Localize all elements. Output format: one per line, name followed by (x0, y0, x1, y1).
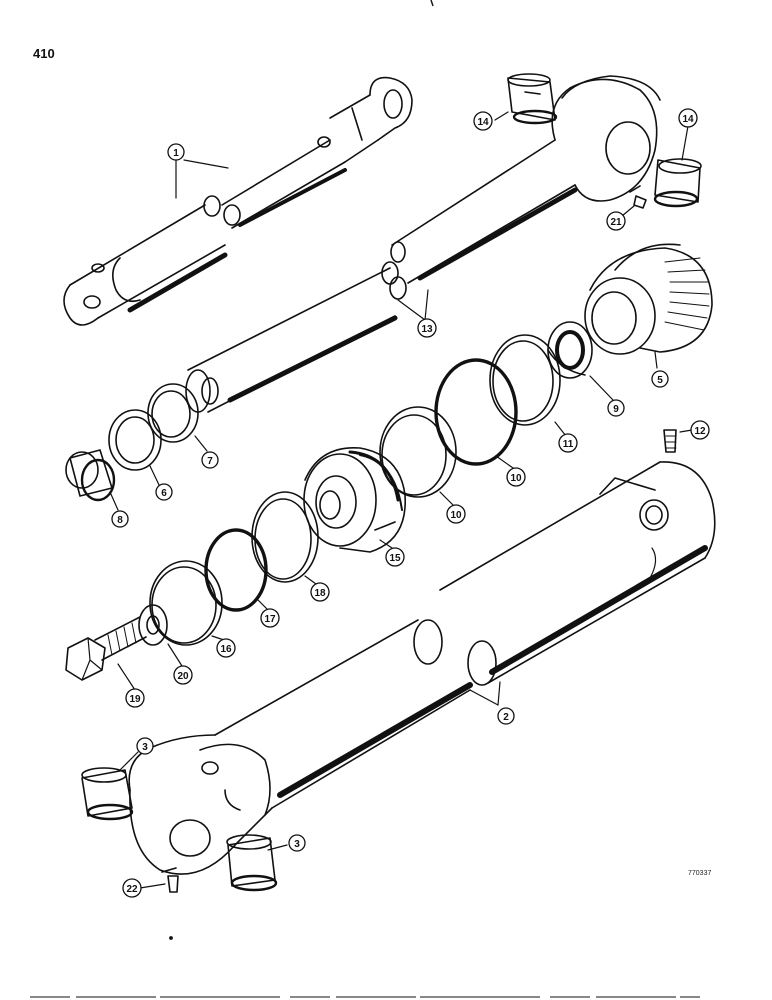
svg-text:1: 1 (173, 148, 179, 159)
ring-18 (251, 491, 319, 583)
svg-text:3: 3 (294, 839, 300, 850)
barrel-2 (128, 461, 716, 875)
head-5 (584, 243, 713, 355)
callout-12: 12 (690, 420, 710, 440)
svg-text:16: 16 (220, 644, 232, 655)
washer-20 (138, 604, 168, 646)
svg-text:12: 12 (694, 426, 706, 437)
callout-15: 15 (385, 547, 405, 567)
callout-14b: 14 (678, 108, 698, 128)
svg-text:10: 10 (510, 473, 522, 484)
callout-20: 20 (173, 665, 193, 685)
ring-10b (379, 406, 457, 498)
bushing-14b (653, 158, 702, 208)
page-number: 410 (33, 46, 55, 61)
callout-10b: 10 (446, 504, 466, 524)
callout-13: 13 (417, 318, 437, 338)
fitting-22 (161, 867, 179, 893)
svg-text:17: 17 (264, 614, 276, 625)
svg-text:13: 13 (421, 324, 433, 335)
callout-1: 1 (167, 143, 185, 161)
svg-text:14: 14 (477, 117, 489, 128)
ring-6 (108, 409, 162, 471)
bushing-3a (81, 767, 134, 821)
svg-text:21: 21 (610, 217, 622, 228)
callout-2: 2 (497, 707, 515, 725)
bolt-19 (65, 616, 147, 681)
bushing-8 (65, 449, 116, 502)
fitting-12 (663, 429, 677, 453)
callout-3b: 3 (288, 834, 306, 852)
svg-text:18: 18 (314, 588, 326, 599)
svg-text:7: 7 (207, 456, 213, 467)
piston-15 (303, 447, 406, 553)
bushing-14a (507, 73, 558, 125)
callout-8: 8 (111, 510, 129, 528)
grease-fitting-21 (629, 185, 647, 209)
ring-11 (489, 334, 561, 426)
svg-text:20: 20 (177, 671, 189, 682)
svg-text:10: 10 (450, 510, 462, 521)
callout-7: 7 (201, 451, 219, 469)
callout-14a: 14 (473, 111, 493, 131)
callout-17: 17 (260, 608, 280, 628)
ring-16 (149, 560, 223, 646)
drawing-code: 770337 (688, 870, 712, 877)
svg-text:22: 22 (126, 884, 138, 895)
callout-3a: 3 (136, 737, 154, 755)
svg-text:9: 9 (613, 404, 619, 415)
svg-text:8: 8 (117, 515, 123, 526)
callout-18: 18 (310, 582, 330, 602)
svg-text:5: 5 (657, 375, 663, 386)
svg-text:3: 3 (142, 742, 148, 753)
seal-9 (547, 321, 593, 379)
callout-11: 11 (558, 433, 578, 453)
callout-19: 19 (125, 688, 145, 708)
scan-marks (30, 0, 700, 998)
svg-text:19: 19 (129, 694, 141, 705)
bushing-3b (226, 834, 278, 892)
callout-6: 6 (155, 483, 173, 501)
leader-lines (109, 111, 693, 889)
ring-7 (147, 383, 199, 443)
callout-22: 22 (122, 878, 142, 898)
rod-13 (185, 75, 661, 413)
callout-9: 9 (607, 399, 625, 417)
svg-text:14: 14 (682, 114, 694, 125)
callout-21: 21 (606, 211, 626, 231)
svg-text:2: 2 (503, 712, 509, 723)
callout-5: 5 (651, 370, 669, 388)
svg-text:11: 11 (563, 439, 574, 450)
o-ring-17 (204, 528, 268, 612)
svg-text:6: 6 (161, 488, 167, 499)
assembled-cylinder-1 (63, 76, 413, 326)
callout-16: 16 (216, 638, 236, 658)
callout-10a: 10 (506, 467, 526, 487)
svg-text:15: 15 (389, 553, 401, 564)
